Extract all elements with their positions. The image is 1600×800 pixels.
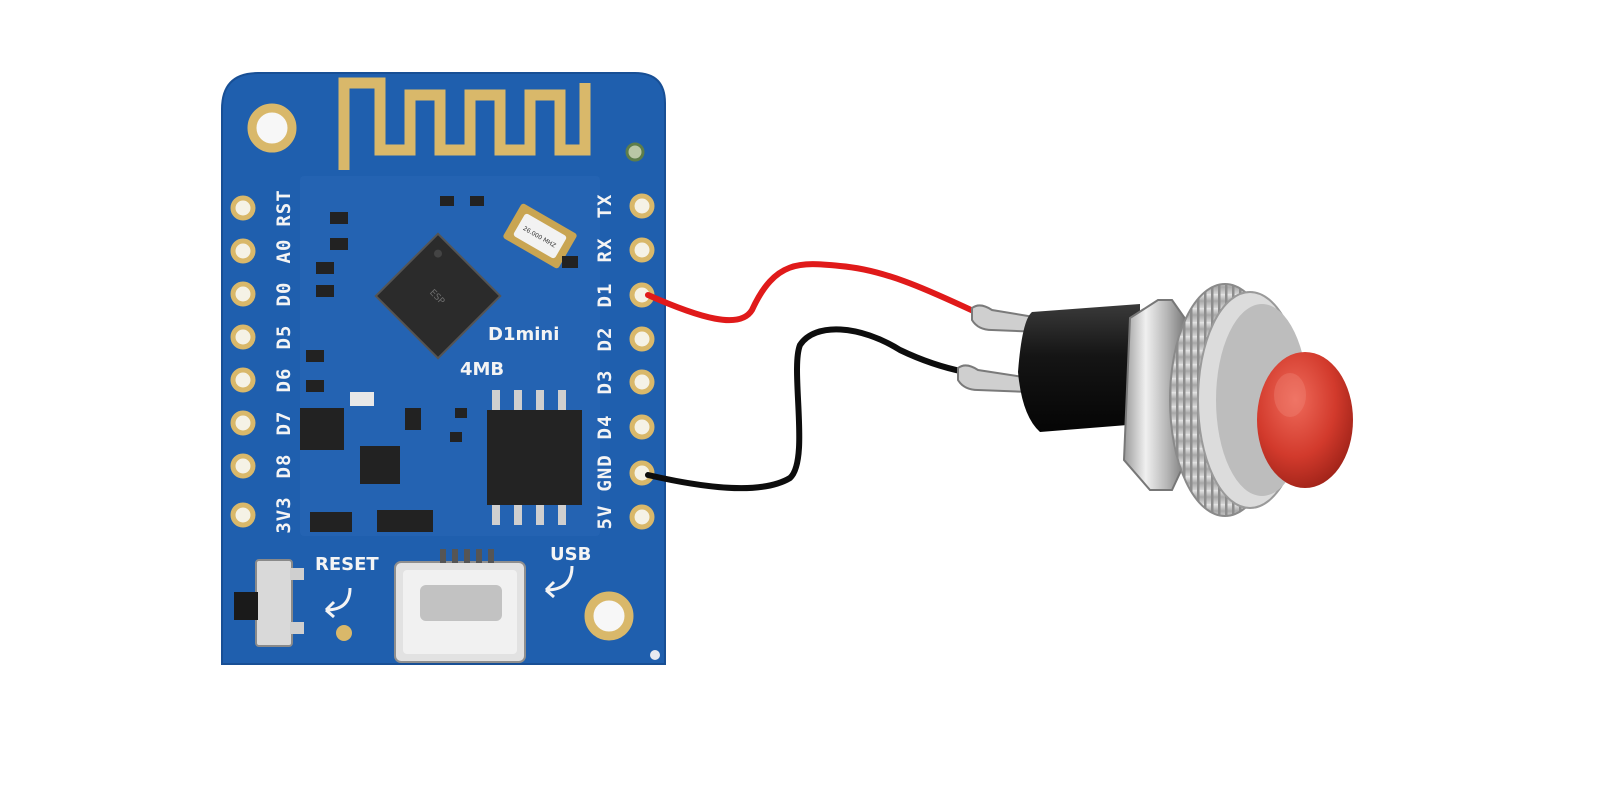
via-bottom-right (650, 650, 660, 660)
cap-highlight (1274, 373, 1306, 417)
smd-components (300, 196, 578, 532)
reset-label: RESET (315, 554, 379, 575)
pin-label-rst: RST (273, 189, 295, 226)
pin-label-5v: 5V (594, 505, 616, 530)
pin-label-gnd: GND (594, 454, 616, 491)
mounting-hole-top-left (247, 103, 297, 153)
wemos-d1-mini-board: ESP 26.000 MHZ (221, 72, 666, 665)
pin-label-d1: D1 (594, 283, 616, 308)
pin-pad (629, 504, 655, 530)
pin-label-d4: D4 (594, 415, 616, 440)
pin-pad (629, 237, 655, 263)
pin-label-a0: A0 (273, 239, 295, 264)
right-pin-labels: TX RX D1 D2 D3 D4 GND 5V (594, 194, 616, 530)
pin-pad (230, 453, 256, 479)
pin-label-d2: D2 (594, 327, 616, 352)
pin-label-d0: D0 (273, 282, 295, 307)
mounting-hole-bottom-right (584, 591, 634, 641)
pin-pad (230, 281, 256, 307)
left-pin-header (230, 195, 256, 528)
via-top-right (625, 142, 645, 162)
pin-pad (629, 193, 655, 219)
wifi-antenna-trace (338, 77, 591, 170)
reset-arrow-icon (324, 587, 352, 619)
pin-label-d8: D8 (273, 454, 295, 479)
usb-arrow-icon (544, 565, 574, 599)
red-wire (645, 261, 983, 324)
pin-pad (230, 324, 256, 350)
push-button-body (1018, 304, 1140, 432)
reset-switch (234, 559, 304, 647)
pin-label-tx: TX (594, 194, 616, 219)
right-pin-header (629, 193, 655, 530)
pin-pad (629, 414, 655, 440)
pin-pad (230, 367, 256, 393)
pin-pad (230, 238, 256, 264)
usb-label: USB (550, 544, 591, 565)
pin-pad (629, 326, 655, 352)
pin-pad (230, 502, 256, 528)
red-button-cap (1257, 352, 1353, 488)
esp8266-chip: ESP (374, 232, 502, 360)
black-wire (645, 326, 968, 492)
pin-pad (629, 369, 655, 395)
pin-pad (230, 195, 256, 221)
left-pin-labels: RST A0 D0 D5 D6 D7 D8 3V3 (273, 189, 295, 533)
pin-label-rx: RX (594, 238, 616, 263)
pin-label-d3: D3 (594, 370, 616, 395)
flash-chip (487, 390, 582, 525)
reset-pad (336, 625, 352, 641)
micro-usb-connector (394, 549, 526, 663)
push-button (957, 283, 1353, 517)
pin-label-3v3: 3V3 (273, 496, 295, 533)
flash-size-label: 4MB (460, 359, 504, 380)
pin-pad (230, 410, 256, 436)
pin-label-d5: D5 (273, 325, 295, 350)
pin-label-d7: D7 (273, 411, 295, 436)
crystal-oscillator: 26.000 MHZ (503, 203, 577, 269)
board-model-label: D1mini (488, 324, 559, 345)
pin-label-d6: D6 (273, 368, 295, 393)
